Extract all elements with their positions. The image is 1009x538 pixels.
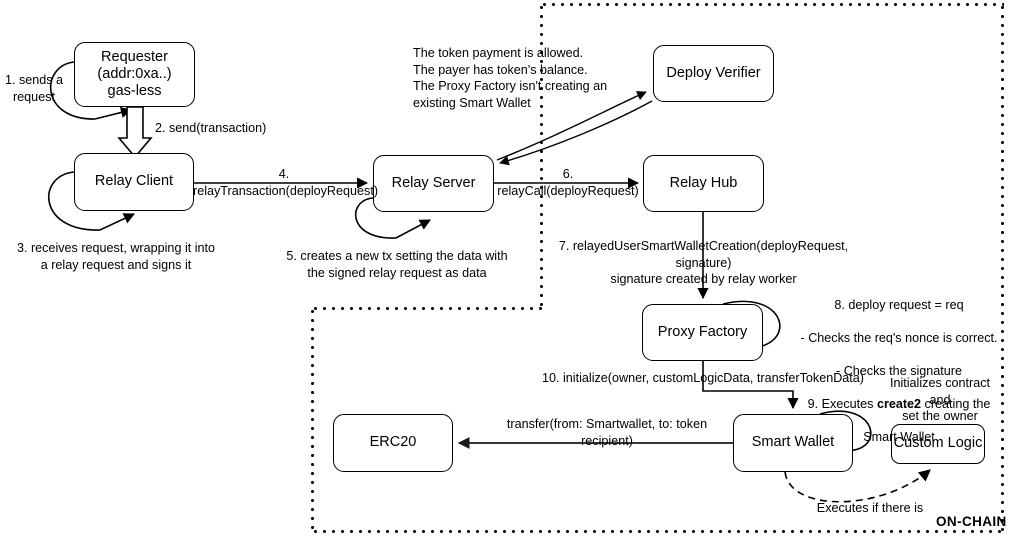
node-deploy-verifier-label: Deploy Verifier [666,64,761,81]
boundary-top-segment [540,3,1004,6]
boundary-bottom-segment [311,530,1003,533]
node-relay-server[interactable]: Relay Server [373,155,494,212]
node-deploy-verifier[interactable]: Deploy Verifier [653,45,774,102]
boundary-left-lower-segment [311,307,314,532]
label-on-chain: ON-CHAIN [936,514,1007,529]
label-step-7: 7. relayedUserSmartWalletCreation(deploy… [558,239,849,287]
label-step-9-line4: 9. Executes create2 creating the [790,396,1008,413]
node-erc20-label: ERC20 [369,434,417,451]
label-step-8-line3: - Checks the signature [836,364,962,379]
label-step-8-9: 8. deploy request = req - Checks the req… [790,280,1008,463]
node-requester[interactable]: Requester (addr:0xa..) gas-less [74,42,195,107]
edge-smart-wallet-to-custom-logic [784,469,931,503]
label-step-6: 6. relayCall(deployRequest) [497,167,639,198]
label-transfer: transfer(from: Smartwallet, to: token re… [506,417,708,448]
label-step-9-post: creating the [921,397,991,412]
node-erc20[interactable]: ERC20 [333,414,453,472]
label-executes-note: Executes if there is [816,501,924,515]
label-step-9-line5: Smart Wallet [863,430,935,445]
label-step-9-pre: 9. Executes [807,397,877,412]
node-proxy-factory-label: Proxy Factory [657,323,748,340]
edge-smart-wallet-self [819,410,872,458]
node-requester-label: Requester (addr:0xa..) gas-less [97,48,172,100]
edge-requester-to-relay-client [117,106,153,159]
node-custom-logic[interactable]: Custom Logic [891,424,985,464]
edge-relay-server-self [355,197,431,239]
label-step-4: 4. relayTransaction(deployRequest) [193,167,379,198]
node-smart-wallet[interactable]: Smart Wallet [733,414,853,472]
edge-relay-server-to-deploy-verifier [496,91,647,161]
boundary-right-segment [1001,3,1004,533]
node-relay-client[interactable]: Relay Client [74,153,194,211]
label-step-2: 2. send(transaction) [155,121,267,135]
node-relay-server-label: Relay Server [391,174,476,191]
node-relay-hub-label: Relay Hub [669,174,738,191]
edge-relay-client-self [48,171,136,231]
edge-proxy-factory-to-smart-wallet [702,361,799,410]
boundary-step-segment [311,307,542,310]
node-custom-logic-label: Custom Logic [893,435,983,452]
label-step-8-line1: 8. deploy request = req [834,297,964,312]
boundary-left-upper-segment [540,3,543,309]
node-relay-client-label: Relay Client [94,173,174,190]
label-verifier-note: The token payment is allowed. The payer … [413,46,608,110]
label-step-1: 1. sends a request [4,73,64,104]
node-relay-hub[interactable]: Relay Hub [643,155,764,212]
node-proxy-factory[interactable]: Proxy Factory [642,304,763,361]
label-step-9-create2: create2 [876,397,922,412]
node-smart-wallet-label: Smart Wallet [751,434,835,451]
edge-requester-self [49,61,133,120]
edge-deploy-verifier-to-relay-server [499,100,653,166]
label-step-8-line2: - Checks the req's nonce is correct. [800,330,998,345]
label-initializes-note: Initializes contract and set the owner [889,376,991,424]
label-step-3: 3. receives request, wrapping it into a … [16,241,216,272]
label-step-5: 5. creates a new tx setting the data wit… [286,249,508,280]
label-step-10: 10. initialize(owner, customLogicData, t… [542,371,864,385]
